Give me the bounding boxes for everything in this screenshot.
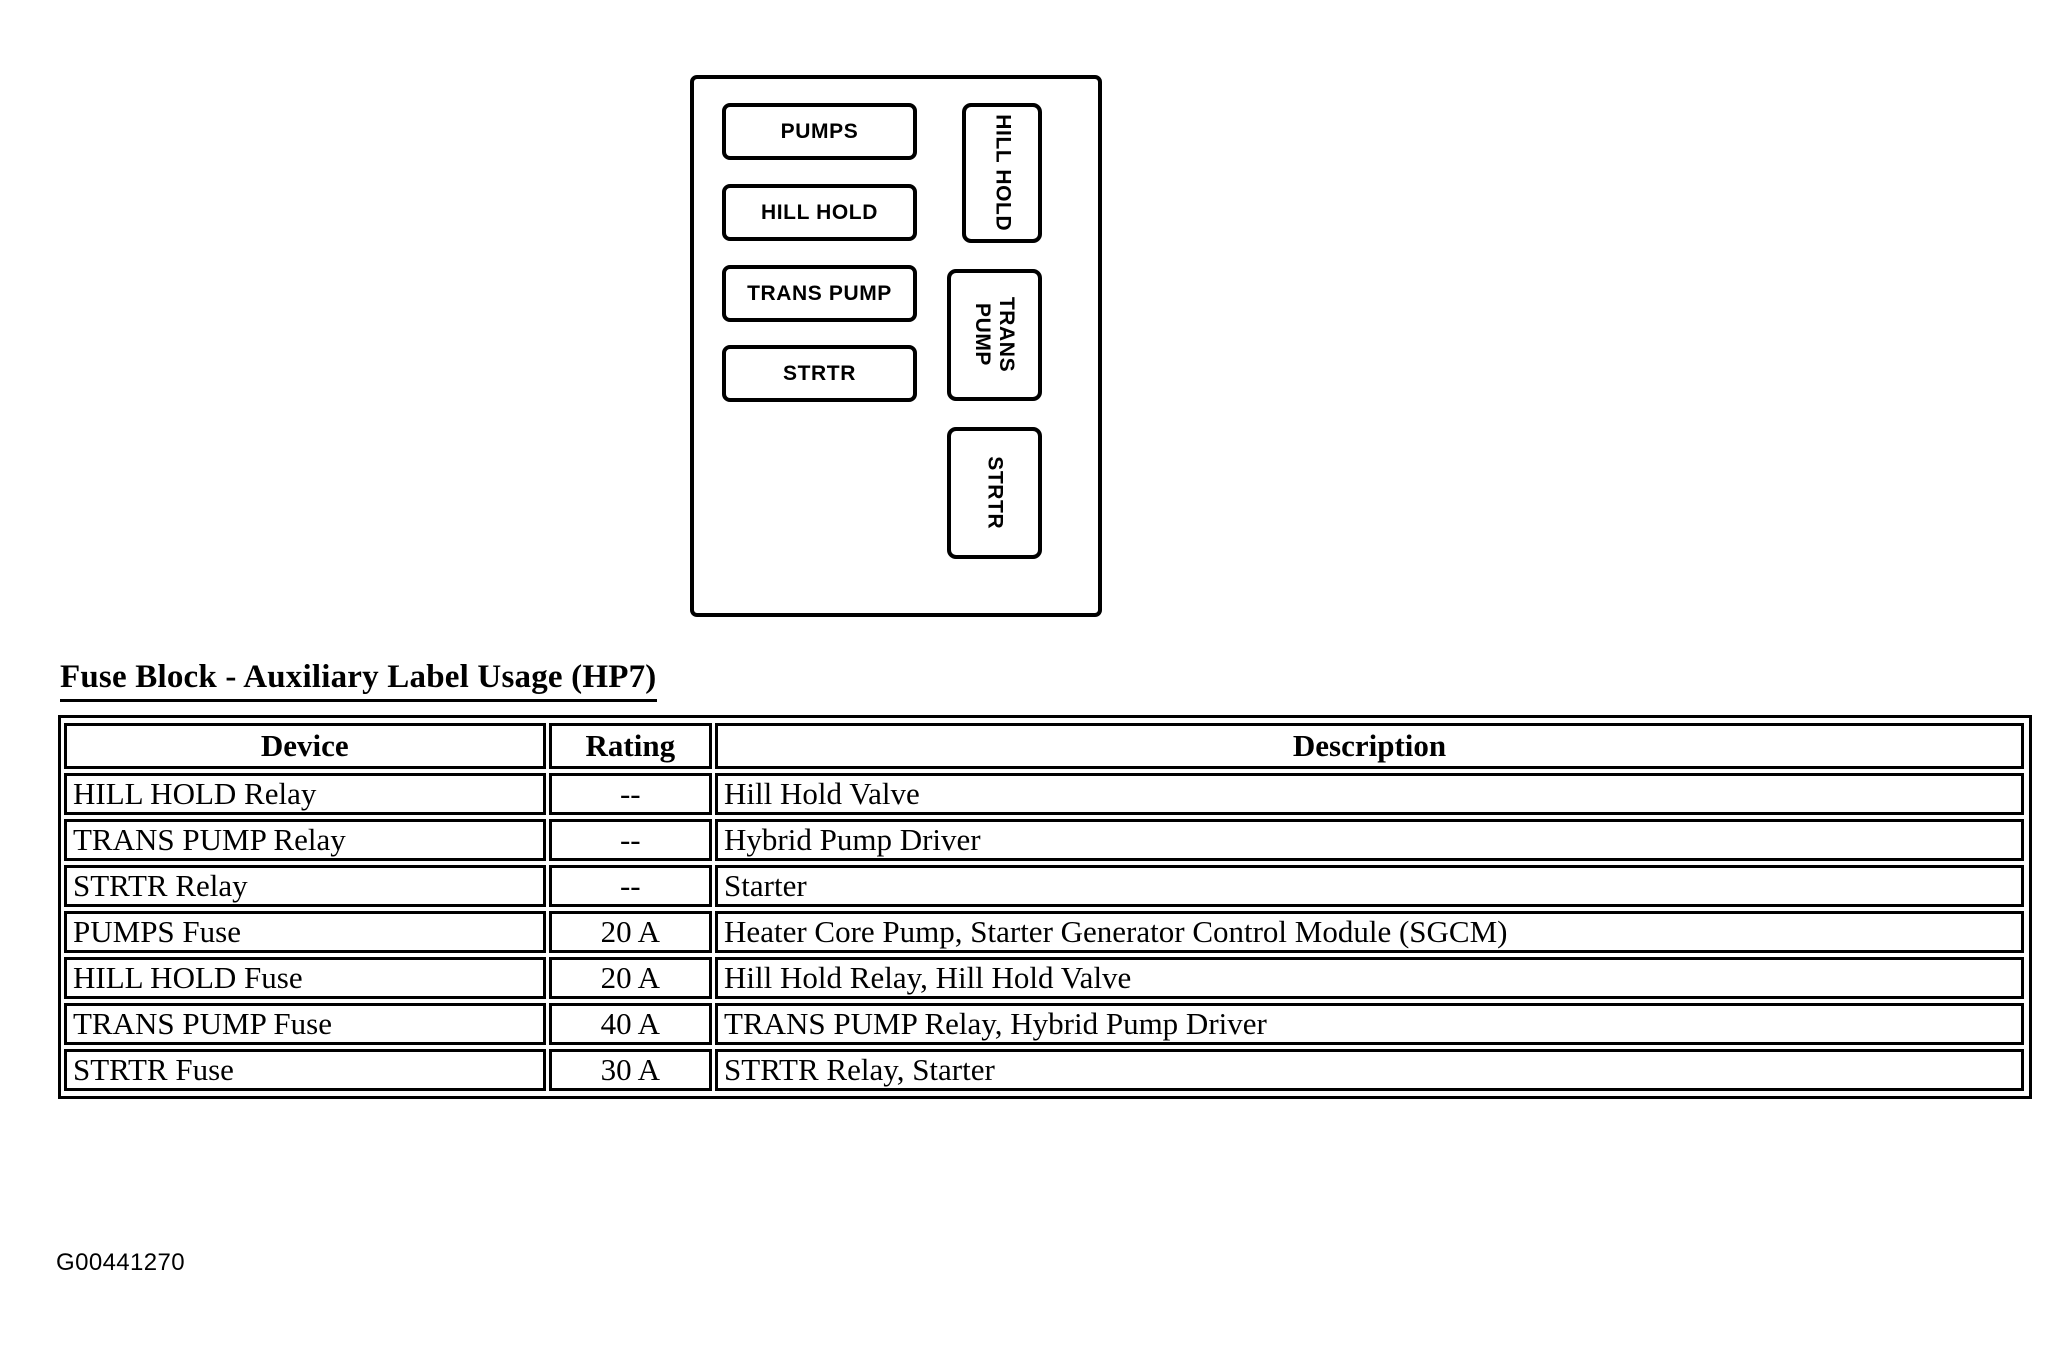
fuse-slot-trans-pump: TRANS PUMP [722,265,917,322]
cell-description: Heater Core Pump, Starter Generator Cont… [715,911,2025,953]
table-header-row: Device Rating Description [64,721,2027,771]
relay-slot-label: STRTR [983,456,1007,530]
cell-rating: -- [548,865,713,907]
cell-rating: -- [548,819,713,861]
cell-device: STRTR Fuse [64,1049,546,1091]
table-row: PUMPS Fuse 20 A Heater Core Pump, Starte… [64,909,2027,955]
cell-rating: -- [548,773,713,815]
fuse-slot-strtr: STRTR [722,345,917,402]
cell-description: Hybrid Pump Driver [715,819,2025,861]
cell-rating: 20 A [548,911,713,953]
cell-device: HILL HOLD Fuse [64,957,546,999]
fuse-slot-label: TRANS PUMP [747,281,892,305]
table-row: HILL HOLD Relay -- Hill Hold Valve [64,771,2027,817]
relay-slot-label-line1: TRANS [995,297,1019,373]
cell-device: HILL HOLD Relay [64,773,546,815]
page-title: Fuse Block - Auxiliary Label Usage (HP7) [60,659,657,702]
cell-description: TRANS PUMP Relay, Hybrid Pump Driver [715,1003,2025,1045]
fuse-slot-pumps: PUMPS [722,103,917,160]
cell-device: PUMPS Fuse [64,911,546,953]
cell-rating: 30 A [548,1049,713,1091]
cell-description: STRTR Relay, Starter [715,1049,2025,1091]
relay-slot-strtr: STRTR [947,427,1042,559]
fuse-slot-label: HILL HOLD [760,200,878,224]
column-header-description: Description [715,723,2025,769]
cell-device: TRANS PUMP Fuse [64,1003,546,1045]
relay-slot-label: HILL HOLD [990,114,1014,232]
column-header-rating: Rating [548,723,713,769]
cell-device: STRTR Relay [64,865,546,907]
relay-slot-hill-hold: HILL HOLD [962,103,1042,243]
cell-rating: 40 A [548,1003,713,1045]
cell-description: Hill Hold Valve [715,773,2025,815]
fuse-slot-label: STRTR [783,361,856,385]
table-row: STRTR Fuse 30 A STRTR Relay, Starter [64,1047,2027,1093]
fuse-block-diagram: PUMPS HILL HOLD TRANS PUMP STRTR HILL HO… [690,75,1102,617]
cell-description: Hill Hold Relay, Hill Hold Valve [715,957,2025,999]
table-row: TRANS PUMP Fuse 40 A TRANS PUMP Relay, H… [64,1001,2027,1047]
column-header-device: Device [64,723,546,769]
table-row: STRTR Relay -- Starter [64,863,2027,909]
fuse-usage-table: Device Rating Description HILL HOLD Rela… [58,715,2032,1099]
table-row: TRANS PUMP Relay -- Hybrid Pump Driver [64,817,2027,863]
table-row: HILL HOLD Fuse 20 A Hill Hold Relay, Hil… [64,955,2027,1001]
cell-description: Starter [715,865,2025,907]
figure-code: G00441270 [56,1249,186,1276]
fuse-slot-label: PUMPS [780,119,859,143]
fuse-slot-hill-hold: HILL HOLD [722,184,917,241]
relay-slot-label-line2: PUMP [971,303,995,367]
cell-device: TRANS PUMP Relay [64,819,546,861]
cell-rating: 20 A [548,957,713,999]
